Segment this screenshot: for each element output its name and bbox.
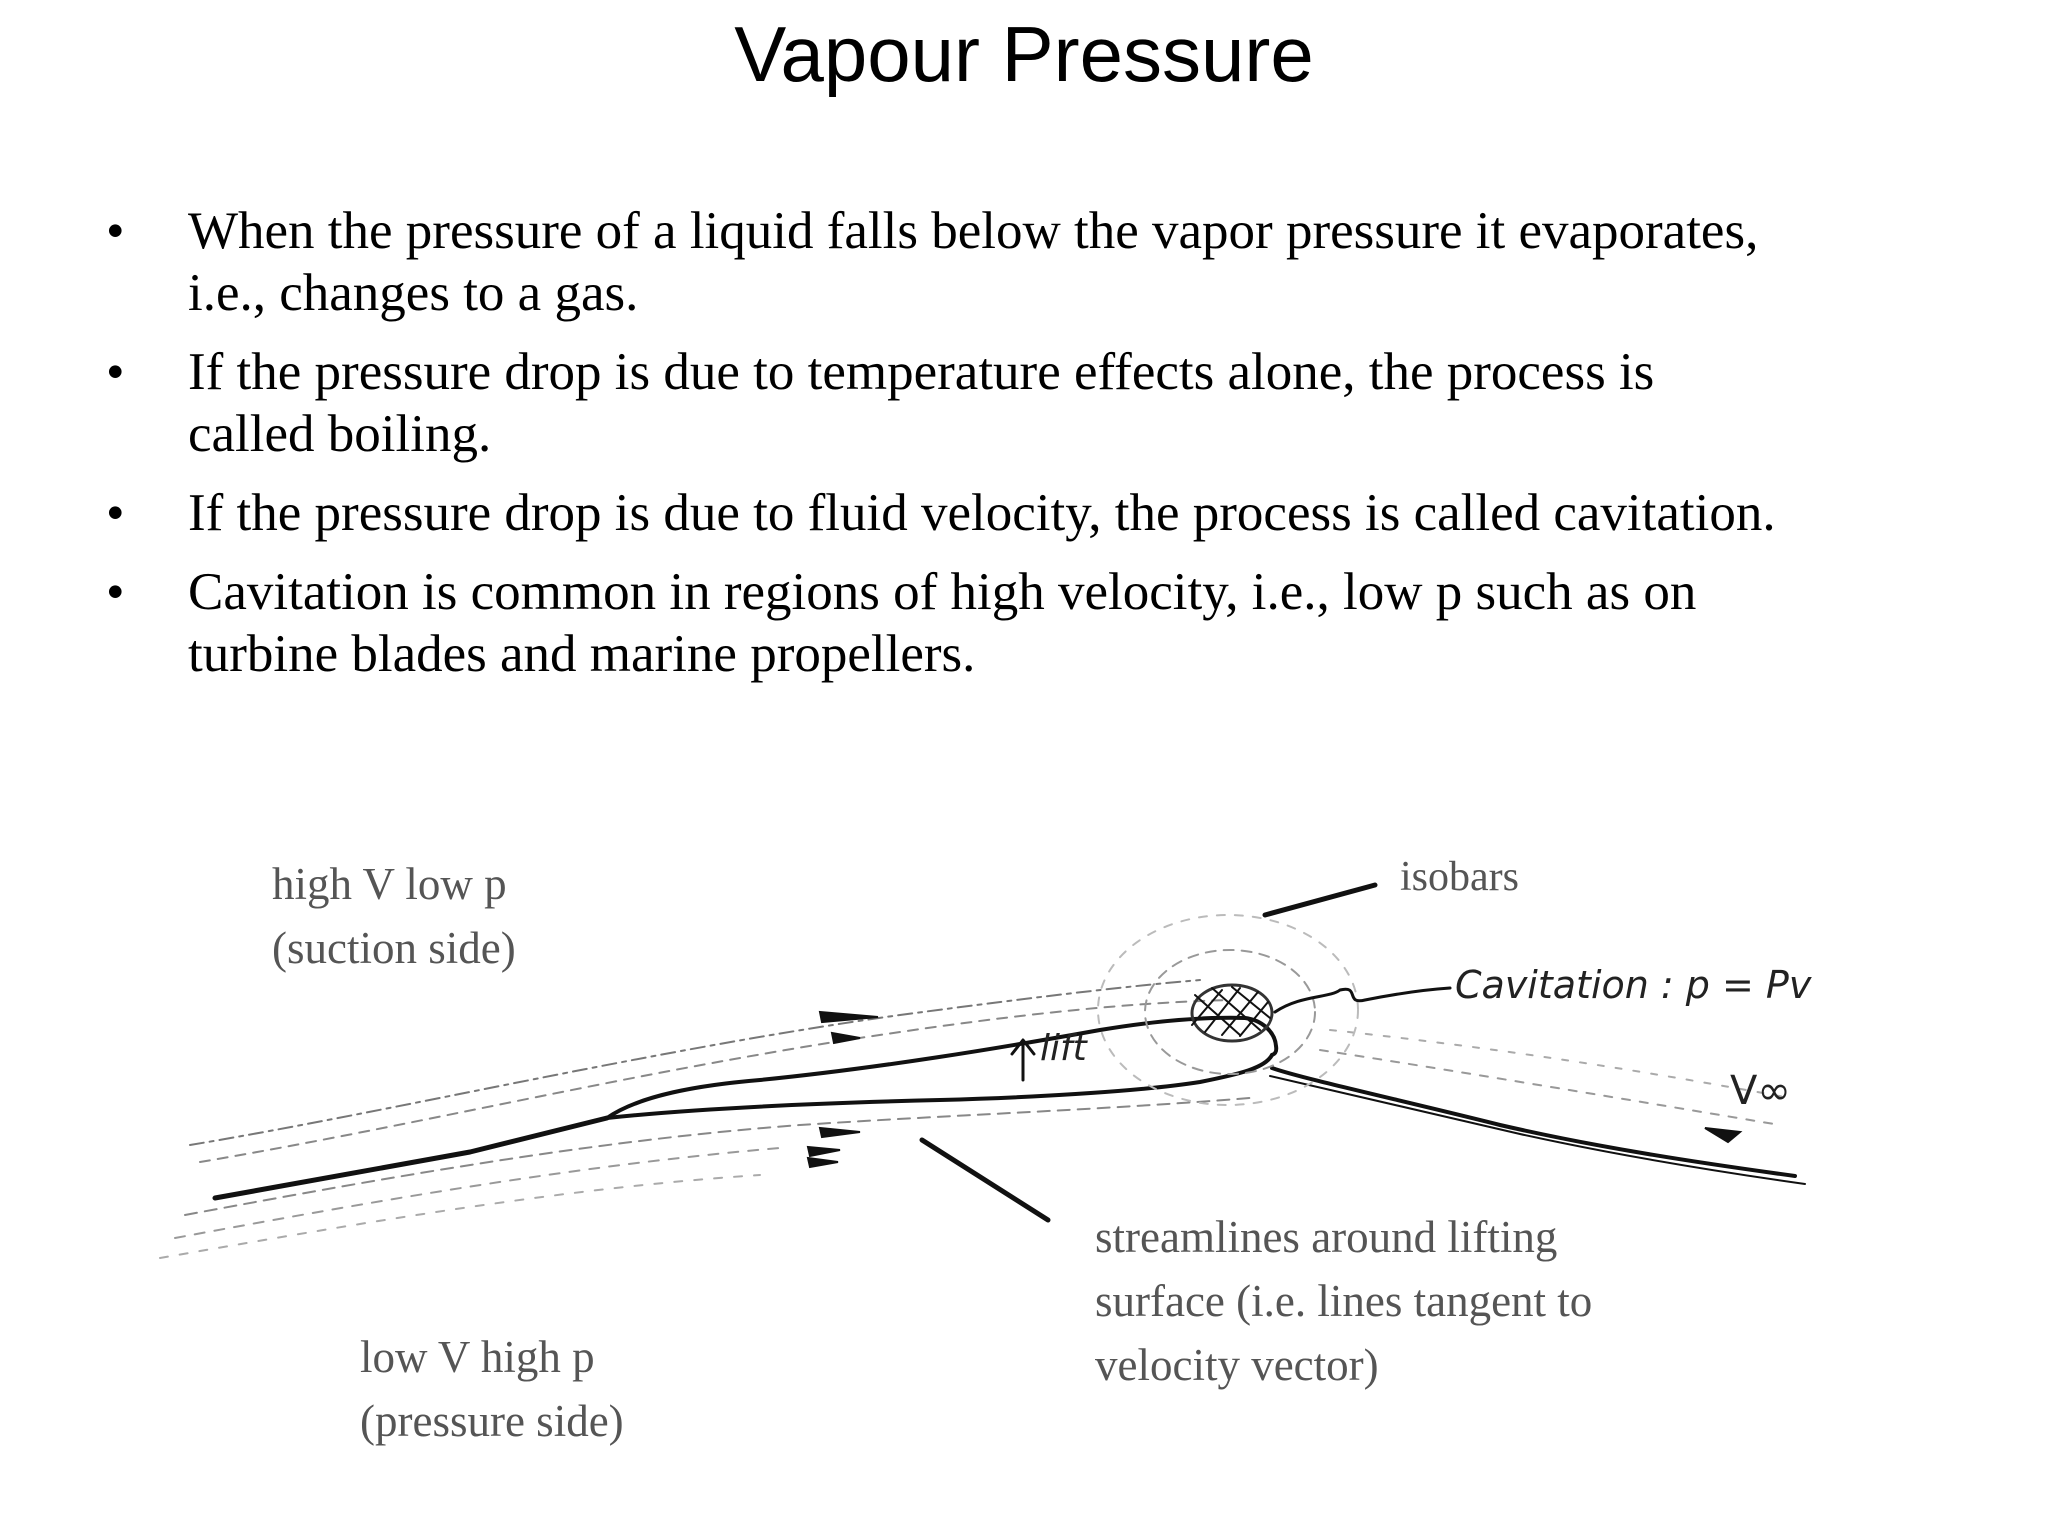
bullet-text-line: Cavitation is common in regions of high … <box>188 563 1697 621</box>
streamlines-leader-line <box>919 1137 1051 1223</box>
cavitation-hatch <box>1191 986 1271 1037</box>
bullet-item: • Cavitation is common in regions of hig… <box>100 561 1980 685</box>
suction-side-line: (suction side) <box>272 923 516 973</box>
bullet-text-line: When the pressure of a liquid falls belo… <box>188 202 1759 260</box>
airfoil-lower-surface <box>605 1053 1274 1120</box>
pressure-side-label: low V high p (pressure side) <box>360 1325 624 1453</box>
isobars-label: isobars <box>1400 854 1519 900</box>
cavitation-label: Cavitation : p = Pv <box>1455 963 1812 1007</box>
hydrofoil-sketch <box>159 882 1806 1259</box>
suction-side-line: high V low p <box>272 859 507 909</box>
leading-streamline <box>212 1115 610 1201</box>
bullet-text-line: i.e., changes to a gas. <box>188 264 639 322</box>
hydrofoil-figure: high V low p (suction side) low V high p… <box>0 780 2048 1500</box>
cavitation-leader-line <box>1273 986 1452 1014</box>
flow-arrowhead <box>818 1126 861 1139</box>
bullet-item: • When the pressure of a liquid falls be… <box>100 200 1980 324</box>
streamline-upper-trailing <box>1319 1049 1781 1126</box>
flow-arrowhead <box>818 1010 879 1024</box>
isobar <box>1144 949 1316 1075</box>
bullet-text-line: turbine blades and marine propellers. <box>188 625 976 683</box>
bullet-text-line: called boiling. <box>188 405 492 463</box>
bullet-marker: • <box>106 563 125 621</box>
streamline-lower <box>174 1147 781 1239</box>
streamline-upper-trailing <box>1329 1029 1791 1099</box>
trailing-streamline-inner <box>1269 1075 1806 1185</box>
streamline-lower <box>184 1097 1251 1216</box>
bullet-list: • When the pressure of a liquid falls be… <box>100 200 1980 702</box>
pressure-side-line: low V high p <box>360 1332 595 1382</box>
airfoil-upper-surface <box>605 1015 1247 1120</box>
flow-arrowhead <box>830 1031 861 1045</box>
lift-label: lift <box>1040 1028 1087 1069</box>
streamline-upper <box>199 999 1231 1163</box>
streamlines-label-line: streamlines around lifting <box>1095 1212 1558 1262</box>
bullet-marker: • <box>106 484 125 542</box>
sketch-ink <box>159 882 1806 1259</box>
trailing-streamline <box>1270 1066 1797 1178</box>
velocity-arrowhead <box>1704 1127 1743 1144</box>
streamline-upper <box>189 979 1201 1146</box>
bullet-marker: • <box>106 343 125 401</box>
lift-arrow <box>1010 1038 1036 1082</box>
streamline-lower <box>159 1174 761 1259</box>
isobar <box>1190 983 1274 1043</box>
pressure-side-line: (pressure side) <box>360 1396 624 1446</box>
streamlines-label: streamlines around lifting surface (i.e.… <box>1095 1205 1592 1397</box>
flow-arrowhead <box>806 1145 841 1158</box>
bullet-text-line: If the pressure drop is due to fluid vel… <box>188 484 1776 542</box>
airfoil-tip <box>1243 1016 1279 1057</box>
isobar <box>1097 914 1359 1106</box>
velocity-label: V∞ <box>1730 1068 1791 1114</box>
slide-title: Vapour Pressure <box>734 10 1314 98</box>
streamlines-label-line: velocity vector) <box>1095 1340 1379 1390</box>
flow-arrows <box>806 1010 1743 1169</box>
bullet-item: • If the pressure drop is due to tempera… <box>100 341 1980 465</box>
suction-side-label: high V low p (suction side) <box>272 852 516 980</box>
bullet-marker: • <box>106 202 125 260</box>
flow-arrowhead <box>806 1156 839 1169</box>
streamlines-label-line: surface (i.e. lines tangent to <box>1095 1276 1593 1326</box>
bullet-text-line: If the pressure drop is due to temperatu… <box>188 343 1655 401</box>
bullet-item: • If the pressure drop is due to fluid v… <box>100 482 1980 544</box>
isobars-leader-line <box>1262 882 1378 918</box>
